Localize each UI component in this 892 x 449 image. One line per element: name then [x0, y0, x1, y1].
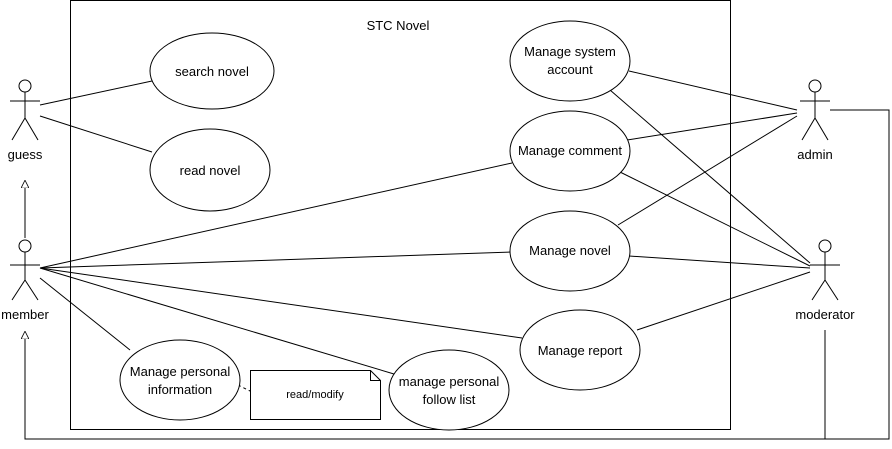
use-case-label: follow list: [423, 392, 476, 407]
use-case-manage-report: Manage report: [519, 309, 641, 391]
assoc-moderator-report: [636, 271, 811, 331]
assoc-moderator-comment: [619, 171, 811, 267]
actor-moderator: moderator: [795, 239, 855, 322]
use-case-label: Manage system: [524, 44, 616, 59]
note-link: [237, 384, 251, 392]
stick-figure-icon: [10, 239, 40, 301]
use-case-label: read novel: [180, 163, 241, 178]
actor-label: admin: [797, 147, 832, 162]
assoc-moderator-system-account: [609, 89, 811, 264]
assoc-member-personal-info: [39, 277, 131, 351]
assoc-admin-system-account: [628, 70, 798, 111]
note-text: read/modify: [286, 389, 344, 401]
stick-figure-icon: [10, 79, 40, 141]
use-case-label: account: [547, 62, 593, 77]
use-case-label: Manage novel: [529, 243, 611, 258]
use-case-label: search novel: [175, 64, 249, 79]
use-case-read-novel: read novel: [149, 128, 271, 212]
stick-figure-icon: [800, 79, 830, 141]
associations: [39, 70, 811, 392]
assoc-member-report: [39, 267, 523, 339]
use-case-manage-novel: Manage novel: [509, 210, 631, 292]
actor-guess: guess: [8, 79, 43, 162]
use-case-manage-personal-information: Manage personal information: [119, 339, 241, 421]
generalizations: [25, 109, 890, 440]
stick-figure-icon: [810, 239, 840, 301]
use-case-label: Manage personal: [130, 364, 231, 379]
actor-label: moderator: [795, 307, 855, 322]
actor-admin: admin: [797, 79, 833, 162]
actor-member: member: [1, 239, 50, 322]
use-case-search-novel: search novel: [149, 32, 275, 110]
assoc-member-novel: [39, 251, 513, 269]
use-case-label: information: [148, 382, 212, 397]
assoc-member-follow: [39, 267, 395, 375]
admin-to-member-generalization: [25, 109, 890, 440]
use-case-label: manage personal: [399, 374, 500, 389]
use-case-manage-system-account: Manage system account: [509, 20, 631, 102]
actor-label: guess: [8, 147, 43, 162]
assoc-admin-comment: [626, 112, 798, 141]
assoc-moderator-novel: [628, 255, 811, 269]
use-case-label: Manage comment: [518, 143, 622, 158]
use-case-label: Manage report: [538, 343, 623, 358]
use-case-manage-comment: Manage comment: [509, 110, 631, 192]
actor-label: member: [1, 307, 49, 322]
note: read/modify: [250, 370, 381, 420]
assoc-admin-novel: [617, 115, 798, 226]
system-title: STC Novel: [367, 18, 430, 33]
assoc-member-comment: [39, 162, 513, 269]
assoc-guess-read: [39, 115, 153, 153]
use-case-manage-personal-follow-list: manage personal follow list: [388, 349, 510, 431]
assoc-guess-search: [39, 80, 153, 106]
